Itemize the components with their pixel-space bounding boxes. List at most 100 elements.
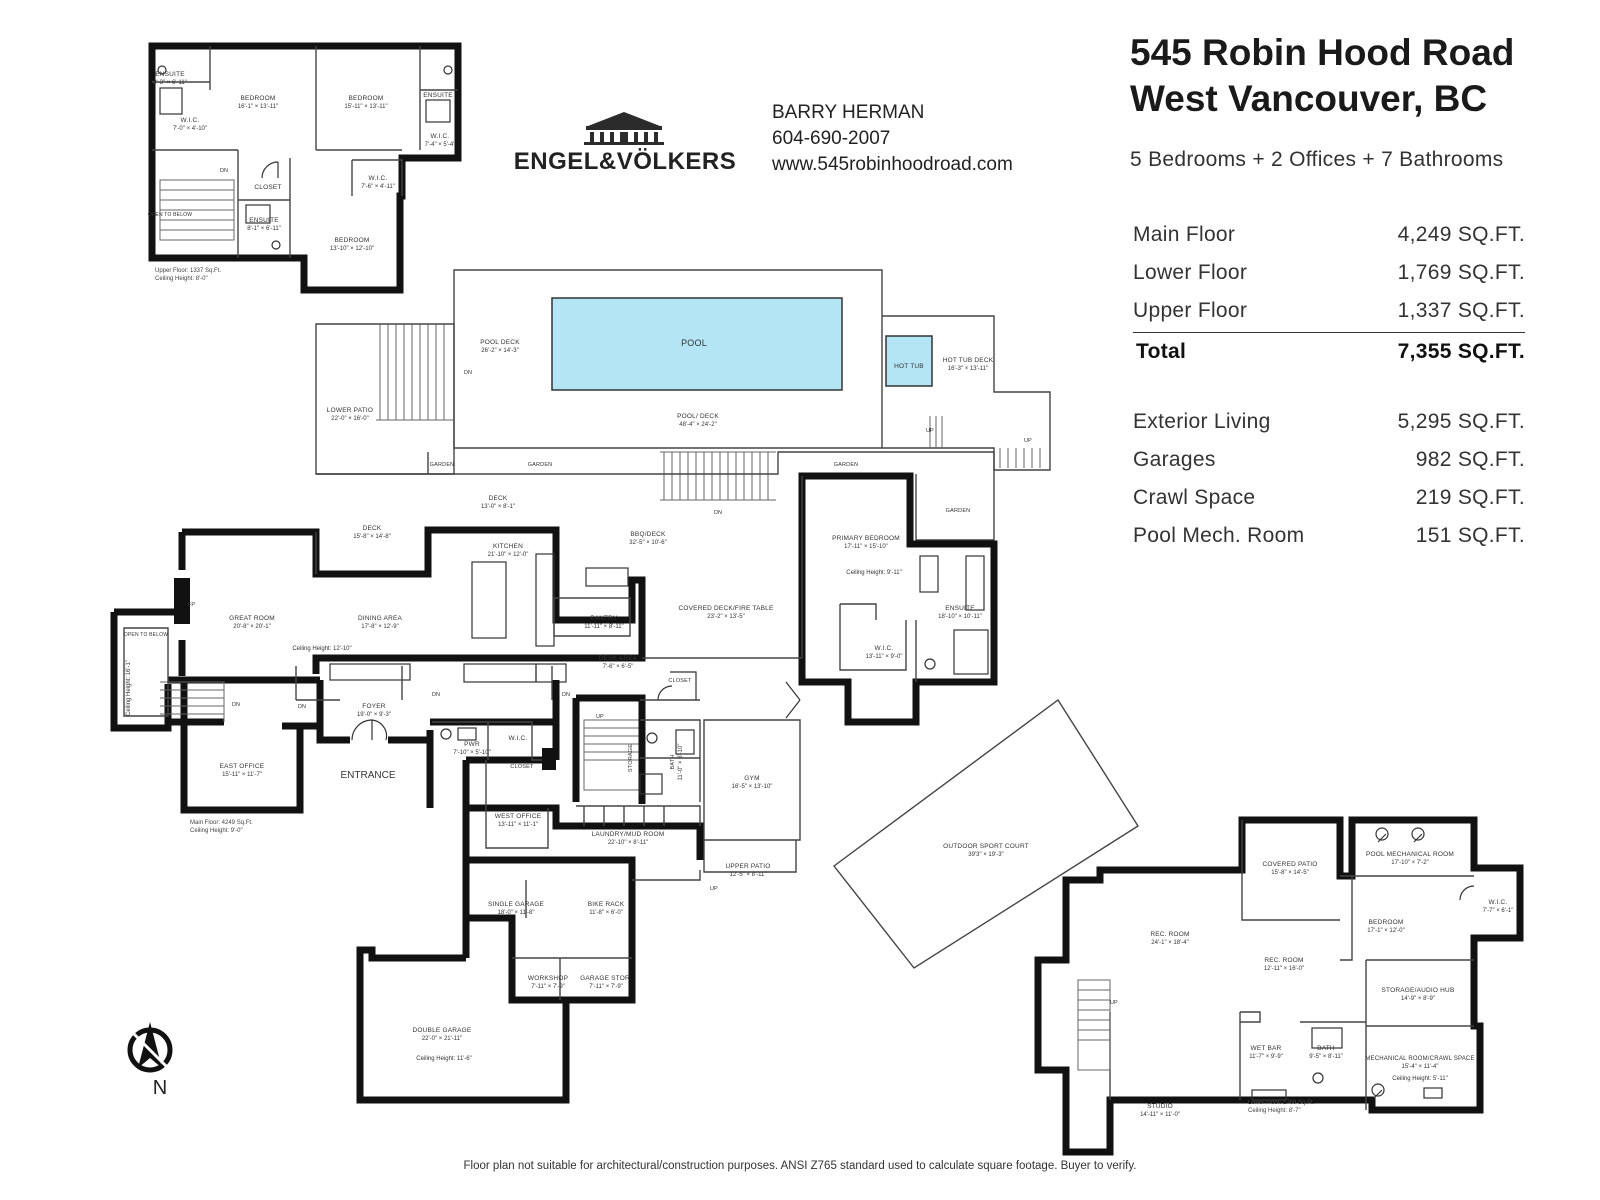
gym-label: GYM bbox=[744, 775, 759, 782]
lower-floor-ceiling: Ceiling Height: 8'-7" bbox=[1248, 1108, 1301, 1114]
upper-bedroom-1-dims: 16'-1" × 13'-11" bbox=[238, 104, 278, 110]
house-logo-icon bbox=[584, 112, 664, 145]
total-label: Total bbox=[1136, 340, 1187, 363]
foyer-dims: 19'-0" × 9'-3" bbox=[357, 712, 391, 718]
dining-area-dims: 17'-8" × 12'-9" bbox=[361, 624, 398, 630]
deck-2-label: DECK bbox=[363, 525, 382, 532]
rec-room-1-label: REC. ROOM bbox=[1150, 931, 1189, 938]
lower-up-label: UP bbox=[1110, 1000, 1118, 1006]
great-room-ceiling: Ceiling Height: 12'-10" bbox=[292, 646, 351, 652]
main-open-below-label: OPEN TO BELOW bbox=[124, 632, 168, 638]
upper-patio-dims: 12'-5" × 8'-11" bbox=[730, 872, 767, 878]
primary-bedroom-label: PRIMARY BEDROOM bbox=[832, 535, 900, 542]
other-area-value: 982 SQ.FT. bbox=[1415, 448, 1525, 471]
kitchen-label: KITCHEN bbox=[493, 543, 523, 550]
single-garage-label: SINGLE GARAGE bbox=[488, 901, 545, 908]
area-label: Lower Floor bbox=[1133, 261, 1248, 284]
area-value: 1,769 SQ.FT. bbox=[1397, 261, 1525, 284]
main-dn-label-1: DN bbox=[232, 702, 240, 708]
entrance-label: ENTRANCE bbox=[340, 770, 395, 781]
pool-deck-label: POOL DECK bbox=[480, 339, 520, 346]
pwr-dims: 7'-10" × 5'-10" bbox=[453, 750, 490, 756]
mech-crawl-label: MECHANICAL ROOM/CRAWL SPACE bbox=[1365, 1056, 1474, 1062]
sport-court-label: OUTDOOR SPORT COURT bbox=[943, 843, 1029, 850]
primary-ceiling: Ceiling Height: 9'-11" bbox=[846, 570, 902, 576]
property-summary: 5 Bedrooms + 2 Offices + 7 Bathrooms bbox=[1130, 148, 1504, 171]
workshop-dims: 7'-11" × 7'-9" bbox=[531, 984, 565, 990]
main-floor-ceiling: Ceiling Height: 9'-0" bbox=[190, 828, 243, 834]
lower-bedroom-dims: 17'-1" × 12'-0" bbox=[1367, 928, 1404, 934]
upper-bedroom-2-dims: 15'-11" × 13'-11" bbox=[344, 104, 387, 110]
disclaimer-text: Floor plan not suitable for architectura… bbox=[463, 1160, 1137, 1172]
agent-phone: 604-690-2007 bbox=[772, 128, 891, 149]
mech-crawl-dims: 15'-4" × 11'-4" bbox=[1402, 1064, 1439, 1070]
other-area-value: 151 SQ.FT. bbox=[1415, 524, 1525, 547]
garage-ceiling: Ceiling Height: 11'-6" bbox=[416, 1056, 472, 1062]
fireplace-shape bbox=[174, 578, 190, 624]
other-area-row: Garages 982 SQ.FT. bbox=[1133, 441, 1525, 479]
west-office-label: WEST OFFICE bbox=[495, 813, 542, 820]
property-header: 545 Robin Hood Road West Vancouver, BC 5… bbox=[1130, 30, 1580, 172]
upper-bedroom-3-label: BEDROOM bbox=[335, 237, 370, 244]
hot-tub-up-label: UP bbox=[926, 428, 934, 434]
garden-2-label: GARDEN bbox=[528, 462, 553, 468]
west-office-dims: 13'-11" × 11'-1" bbox=[498, 822, 538, 828]
other-area-label: Crawl Space bbox=[1133, 486, 1256, 509]
pool-mech-label: POOL MECHANICAL ROOM bbox=[1366, 851, 1454, 858]
covered-deck-label: COVERED DECK/FIRE TABLE bbox=[678, 605, 773, 612]
workshop-label: WORKSHOP bbox=[528, 975, 568, 982]
main-bath-dims: 11'-0" × 6'-10" bbox=[678, 744, 684, 781]
agent-contact: BARRY HERMAN 604-690-2007 www.545robinho… bbox=[772, 100, 1013, 178]
hot-tub-shape bbox=[885, 335, 933, 387]
hot-tub-deck-label: HOT TUB DECK bbox=[943, 357, 994, 364]
primary-ensuite-label: ENSUITE bbox=[945, 605, 975, 612]
area-row: Upper Floor 1,337 SQ.FT. bbox=[1133, 292, 1525, 330]
pool-shape bbox=[551, 297, 843, 391]
upper-bedroom-2-label: BEDROOM bbox=[349, 95, 384, 102]
rec-room-1-dims: 24'-1" × 18'-4" bbox=[1151, 940, 1188, 946]
bike-rack-dims: 11'-8" × 6'-0" bbox=[589, 910, 623, 916]
garden-1-label: GARDEN bbox=[430, 462, 455, 468]
main-floor-caption: Main Floor: 4249 Sq.Ft. bbox=[190, 820, 253, 826]
bbq-dn-label: DN bbox=[714, 510, 722, 516]
upper-floor-caption: Upper Floor: 1337 Sq.Ft. bbox=[155, 268, 221, 274]
lower-bedroom-label: BEDROOM bbox=[1369, 919, 1404, 926]
bike-rack-label: BIKE RACK bbox=[588, 901, 625, 908]
pool-mech-dims: 17'-10" × 7'-2" bbox=[1391, 860, 1428, 866]
covered-patio-dims: 15'-8" × 14'-5" bbox=[1271, 870, 1308, 876]
great-room-dims: 20'-8" × 20'-1" bbox=[233, 624, 270, 630]
upper-bedroom-3-dims: 13'-10" × 12'-10" bbox=[330, 246, 374, 252]
garden-3-label: GARDEN bbox=[834, 462, 859, 468]
main-wic-label: W.I.C. bbox=[509, 735, 528, 742]
rec-room-2-label: REC. ROOM bbox=[1264, 957, 1303, 964]
covered-deck-dims: 23'-2" × 13'-5" bbox=[707, 614, 744, 620]
main-dn-label-2: DN bbox=[298, 704, 306, 710]
other-area-row: Crawl Space 219 SQ.FT. bbox=[1133, 479, 1525, 517]
garden-4-label: GARDEN bbox=[946, 508, 971, 514]
studio-dims: 14'-11" × 11'-0" bbox=[1140, 1112, 1180, 1118]
compass-label: N bbox=[153, 1077, 167, 1099]
foyer-label: FOYER bbox=[362, 703, 385, 710]
hot-tub-label: HOT TUB bbox=[894, 363, 924, 370]
gym-dims: 16'-5" × 13'-10" bbox=[732, 784, 773, 790]
lower-wic-label: W.I.C. bbox=[1489, 899, 1508, 906]
wet-bar-dims: 11'-7" × 9'-9" bbox=[1249, 1054, 1283, 1060]
deck-1-dims: 13'-0" × 8'-1" bbox=[481, 504, 515, 510]
other-area-row: Exterior Living 5,295 SQ.FT. bbox=[1133, 403, 1525, 441]
deck-1-label: DECK bbox=[489, 495, 508, 502]
upper-ensuite-1-label: ENSUITE bbox=[155, 71, 185, 78]
deck-up-label: UP bbox=[1024, 438, 1032, 444]
agent-website[interactable]: www.545robinhoodroad.com bbox=[772, 154, 1013, 175]
area-label: Upper Floor bbox=[1133, 299, 1248, 322]
main-dn-label-3: DN bbox=[432, 692, 440, 698]
pantry-dims: 11'-11" × 8'-11" bbox=[584, 624, 623, 630]
desk-area-dims: 7'-6" × 6'-5" bbox=[603, 664, 634, 670]
address-line-2: West Vancouver, BC bbox=[1130, 78, 1488, 119]
other-area-label: Exterior Living bbox=[1133, 410, 1271, 433]
pool-deck-dims: 26'-2" × 14'-3" bbox=[481, 348, 518, 354]
main-floor-plan: POOL POOL DECK 26'-2" × 14'-3" HOT TUB H… bbox=[110, 269, 1139, 1104]
dining-area-label: DINING AREA bbox=[358, 615, 403, 622]
pool-label: POOL bbox=[681, 338, 707, 348]
other-area-value: 5,295 SQ.FT. bbox=[1397, 410, 1525, 433]
